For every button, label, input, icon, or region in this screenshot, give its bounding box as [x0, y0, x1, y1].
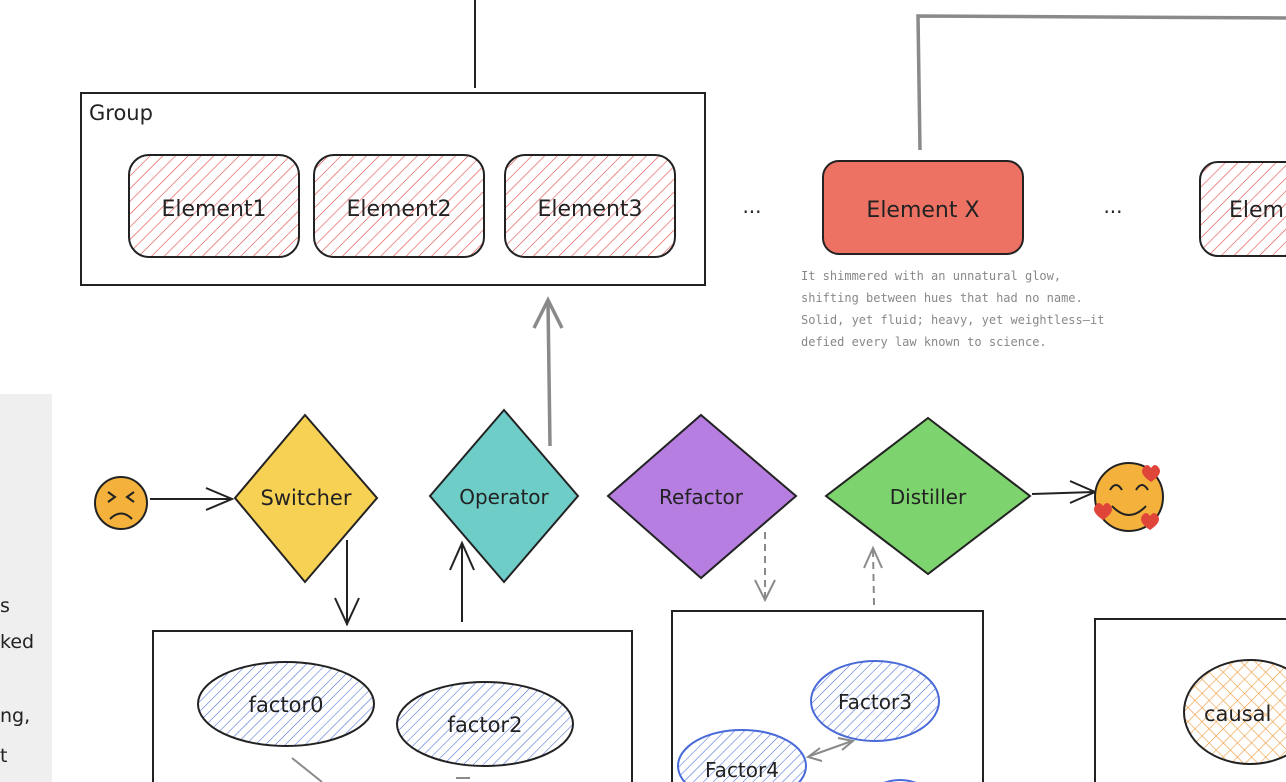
element-x-box[interactable] [822, 160, 1024, 255]
factor3-factor4-link [809, 740, 853, 757]
sad-face-icon [94, 476, 148, 530]
side-text-1: s [0, 595, 10, 617]
switcher-diamond[interactable] [233, 413, 379, 584]
element-2-label: Element2 [346, 197, 451, 222]
start-arrowhead [205, 487, 235, 511]
causal-node[interactable] [1183, 659, 1286, 765]
refactor-label: Refactor [659, 485, 744, 509]
side-text-3: ng, [0, 705, 30, 727]
element-x-description-line-3: Solid, yet fluid; heavy, yet weightless—… [801, 313, 1104, 327]
element-3-label: Element3 [537, 197, 642, 222]
group-frame [80, 92, 706, 286]
element-x-connector [916, 14, 1286, 151]
element-cut-label: Elem [1229, 198, 1284, 223]
distiller-label: Distiller [890, 485, 967, 509]
factor3-node[interactable] [810, 660, 940, 742]
element-x-label: Element X [866, 198, 979, 223]
side-text-4: t [0, 745, 7, 767]
factor2-label: factor2 [448, 713, 523, 737]
factor3-label: Factor3 [838, 690, 912, 714]
factor-group-middle [671, 610, 984, 782]
side-text-2: ked [0, 631, 34, 653]
element-3-box[interactable] [504, 154, 676, 258]
operator-diamond[interactable] [428, 408, 580, 584]
distiller-up-arrowhead [863, 545, 883, 569]
refactor-diamond[interactable] [606, 413, 798, 580]
factor4-node[interactable] [677, 729, 807, 782]
operator-to-group-arrow [546, 301, 552, 447]
end-arrow [1031, 491, 1095, 495]
causal-label: causal [1204, 702, 1271, 726]
distiller-up-dashed [872, 547, 875, 606]
ellipsis-1: ... [742, 194, 761, 218]
side-panel [0, 394, 52, 782]
factor-group-left [152, 630, 633, 782]
element-x-description-line-1: It shimmered with an unnatural glow, [801, 269, 1061, 283]
factor4-label: Factor4 [705, 758, 779, 782]
element-1-label: Element1 [161, 197, 266, 222]
element-1-box[interactable] [128, 154, 300, 258]
operator-label: Operator [459, 485, 549, 509]
switcher-label: Switcher [261, 486, 352, 510]
refactor-down-arrowhead [754, 579, 776, 603]
switcher-down-arrowhead [334, 597, 360, 627]
causal-group [1094, 618, 1286, 782]
distiller-diamond[interactable] [824, 416, 1032, 576]
factor2-node[interactable] [396, 681, 574, 767]
ellipsis-2: ... [1103, 194, 1122, 218]
factor-link-head-2 [837, 737, 856, 751]
happy-face-icon [1094, 462, 1164, 532]
operator-to-group-arrowhead [532, 296, 564, 329]
hidden-factor-edge [883, 779, 917, 782]
element-x-description-line-4: defied every law known to science. [801, 335, 1047, 349]
factor0-node[interactable] [197, 661, 375, 747]
operator-up-arrowhead [449, 540, 475, 571]
factor0-label: factor0 [249, 693, 324, 717]
group-label: Group [89, 101, 153, 125]
element-x-description-line-2: shifting between hues that had no name. [801, 291, 1083, 305]
element-2-box[interactable] [313, 154, 485, 258]
element-cut-box[interactable] [1199, 161, 1286, 257]
factor0-connector [291, 757, 323, 782]
factor-link-head-1 [805, 747, 823, 762]
